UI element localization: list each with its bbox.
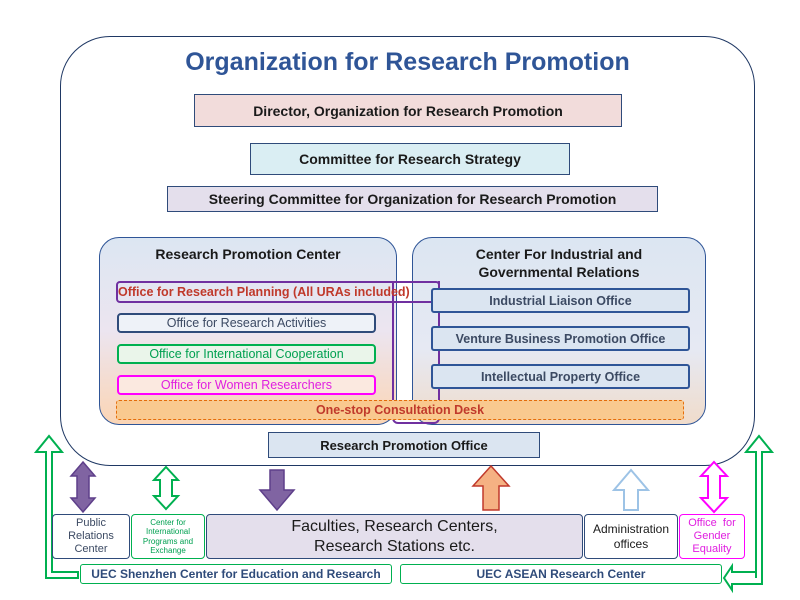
ipe-line2: International xyxy=(145,527,191,536)
ipe-line1: Center for xyxy=(150,517,186,527)
pr-line2: Relations xyxy=(68,530,114,542)
one-stop-desk: One-stop Consultation Desk xyxy=(116,400,684,420)
research-planning-extension xyxy=(392,281,440,424)
committee-box: Committee for Research Strategy xyxy=(250,143,570,175)
research-planning-label: Office for Research Planning (All URAs i… xyxy=(118,285,410,299)
cigr-title-line2: Governmental Relations xyxy=(478,264,640,280)
gender-line3: Equality xyxy=(692,543,732,555)
cigr-title-line1: Center For Industrial and xyxy=(475,246,643,262)
steering-box: Steering Committee for Organization for … xyxy=(167,186,658,212)
admin-line2: offices xyxy=(613,536,649,551)
international-programs-double-arrow xyxy=(151,465,181,511)
page-title: Organization for Research Promotion xyxy=(185,47,630,76)
ipe-line4: Exchange xyxy=(150,546,186,555)
research-activities-box: Office for Research Activities xyxy=(117,313,376,333)
cigr-title: Center For Industrial and Governmental R… xyxy=(412,245,706,283)
left-green-bracket-arrow xyxy=(33,434,79,579)
gender-line1: Office for xyxy=(688,517,736,529)
pr-line1: Public xyxy=(76,517,106,529)
director-box: Director, Organization for Research Prom… xyxy=(194,94,622,127)
faculties-box: Faculties, Research Centers, Research St… xyxy=(206,514,583,559)
faculties-down-arrow xyxy=(258,469,296,512)
asean-center: UEC ASEAN Research Center xyxy=(400,564,722,584)
admin-line1: Administration xyxy=(592,521,670,536)
gender-equality-office: Office for Gender Equality xyxy=(679,514,745,559)
international-cooperation-box: Office for International Cooperation xyxy=(117,344,376,364)
public-relations-double-arrow xyxy=(69,460,97,514)
gender-double-arrow xyxy=(698,460,730,514)
rpc-title: Research Promotion Center xyxy=(155,246,341,262)
faculties-up-arrow xyxy=(471,464,511,511)
women-researchers-box: Office for Women Researchers xyxy=(117,375,376,395)
shenzhen-center: UEC Shenzhen Center for Education and Re… xyxy=(80,564,392,584)
intellectual-property-box: Intellectual Property Office xyxy=(431,364,690,389)
administration-offices: Administration offices xyxy=(584,514,678,559)
faculties-line2: Research Stations etc. xyxy=(314,537,475,555)
venture-business-box: Venture Business Promotion Office xyxy=(431,326,690,351)
ipe-line3: Programs and xyxy=(142,536,194,546)
gender-line2: Gender xyxy=(693,530,731,542)
pr-line3: Center xyxy=(74,543,108,555)
industrial-liaison-box: Industrial Liaison Office xyxy=(431,288,690,313)
faculties-line1: Faculties, Research Centers, xyxy=(291,517,498,535)
research-promotion-office: Research Promotion Office xyxy=(268,432,540,458)
public-relations-center: Public Relations Center xyxy=(52,514,130,559)
right-green-bracket-arrow xyxy=(722,434,775,594)
administration-up-arrow xyxy=(611,468,651,511)
international-programs-center: Center for International Programs and Ex… xyxy=(131,514,205,559)
